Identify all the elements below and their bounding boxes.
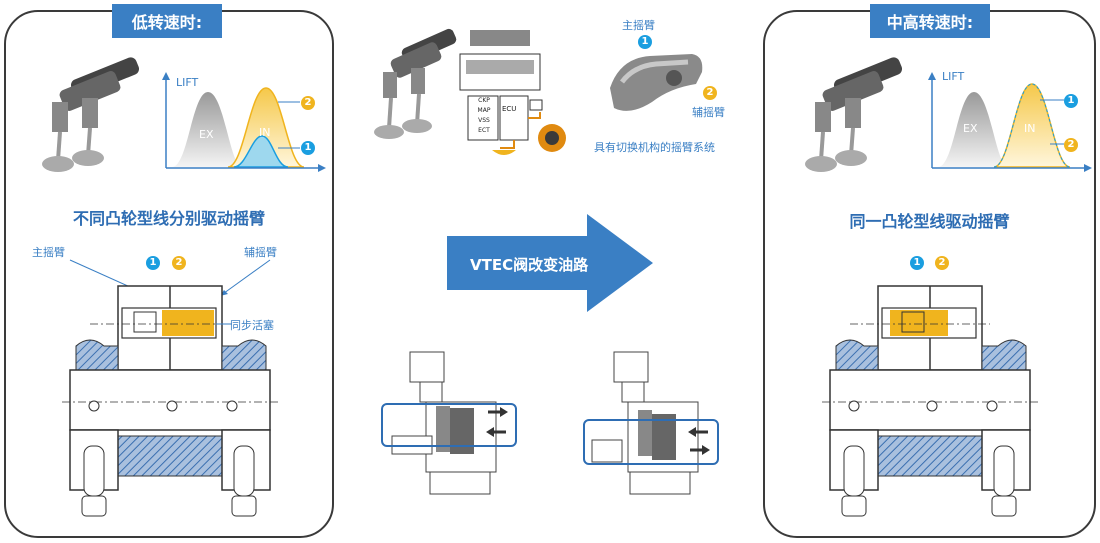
- right-rocker-mechanism: [822, 285, 1040, 517]
- ecu-input-map: MAP: [477, 107, 491, 114]
- left-chart-in-label: IN: [259, 126, 271, 139]
- ecu-input-ckp: CKP: [478, 97, 490, 104]
- right-chart-ylabel: LIFT: [942, 70, 965, 83]
- center-secondary-arm-label: 辅摇臂: [692, 106, 725, 119]
- left-badge-2: 2: [172, 256, 186, 270]
- low-speed-title: 低转速时:: [112, 4, 222, 38]
- vtec-valve-closed: [381, 351, 517, 495]
- left-chart-badge-1: 1: [301, 141, 315, 155]
- left-chart-ylabel: LIFT: [176, 76, 199, 89]
- vtec-arrow-label: VTEC阀改变油路: [470, 256, 589, 274]
- center-badge-2: 2: [703, 86, 717, 100]
- right-lift-chart: [928, 72, 1092, 172]
- center-camshaft-illustration: [374, 28, 457, 139]
- ecu-inputs: CKP MAP VSS ECT: [469, 96, 499, 136]
- high-speed-title: 中高转速时:: [870, 4, 990, 38]
- rocker-arm-3d: [610, 54, 703, 111]
- ecu-unit-label: ECU: [502, 105, 517, 113]
- left-heading: 不同凸轮型线分别驱动摇臂: [72, 209, 265, 228]
- left-badge-1: 1: [146, 256, 160, 270]
- right-camshaft-illustration: [805, 57, 903, 172]
- ecu-input-ect: ECT: [478, 127, 490, 134]
- left-lift-chart: [162, 72, 326, 172]
- ecu-schematic: [459, 30, 566, 155]
- left-rocker-mechanism: [62, 259, 280, 517]
- center-badge-1: 1: [638, 35, 652, 49]
- left-sync-piston-label: 同步活塞: [230, 319, 274, 332]
- left-chart-badge-2: 2: [301, 96, 315, 110]
- center-primary-arm-label: 主摇臂: [622, 19, 655, 32]
- right-badge-2: 2: [935, 256, 949, 270]
- camshaft-valve-illustration: [42, 57, 140, 172]
- right-heading: 同一凸轮型线驱动摇臂: [849, 212, 1010, 231]
- right-chart-ex-label: EX: [963, 122, 978, 135]
- right-chart-badge-1: 1: [1064, 94, 1078, 108]
- left-secondary-arm-label: 辅摇臂: [244, 246, 277, 259]
- right-chart-in-label: IN: [1024, 122, 1036, 135]
- right-badge-1: 1: [910, 256, 924, 270]
- right-chart-badge-2: 2: [1064, 138, 1078, 152]
- left-chart-ex-label: EX: [199, 128, 214, 141]
- rocker-system-caption: 具有切换机构的摇臂系统: [594, 141, 715, 154]
- left-primary-arm-label: 主摇臂: [32, 246, 65, 259]
- vtec-arrow: [447, 214, 653, 312]
- ecu-input-vss: VSS: [478, 117, 490, 124]
- vtec-valve-open: [583, 351, 719, 495]
